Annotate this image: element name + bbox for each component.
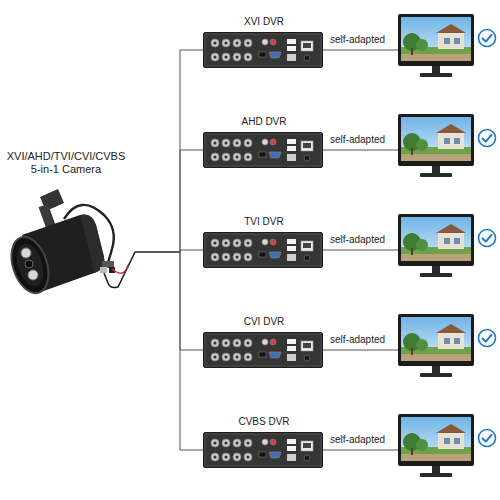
camera-illustration xyxy=(0,185,140,325)
dvr-label: CVI DVR xyxy=(194,316,334,327)
dvr-box: CVI DVR xyxy=(203,332,323,368)
signal-label: self-adapted xyxy=(330,434,385,445)
cable-connector xyxy=(135,252,203,450)
dvr-box: TVI DVR xyxy=(203,232,323,268)
dvr-box: AHD DVR xyxy=(203,132,323,168)
cable-connector xyxy=(135,252,203,350)
dvr-label: CVBS DVR xyxy=(194,416,334,427)
dvr-box: XVI DVR xyxy=(203,32,323,68)
dvr-box: CVBS DVR xyxy=(203,432,323,468)
camera-label: XVI/AHD/TVI/CVI/CVBS 5-in-1 Camera xyxy=(2,150,130,176)
cable-connector xyxy=(135,50,203,252)
cable-connector xyxy=(135,250,203,252)
signal-lines xyxy=(323,50,398,450)
dvr-label: TVI DVR xyxy=(194,216,334,227)
cable-connector xyxy=(135,150,203,252)
dvr-label: AHD DVR xyxy=(194,116,334,127)
signal-label: self-adapted xyxy=(330,334,385,345)
signal-label: self-adapted xyxy=(330,234,385,245)
dvr-label: XVI DVR xyxy=(194,16,334,27)
camera-node: XVI/AHD/TVI/CVI/CVBS 5-in-1 Camera xyxy=(0,150,135,325)
signal-label: self-adapted xyxy=(330,34,385,45)
signal-label: self-adapted xyxy=(330,134,385,145)
